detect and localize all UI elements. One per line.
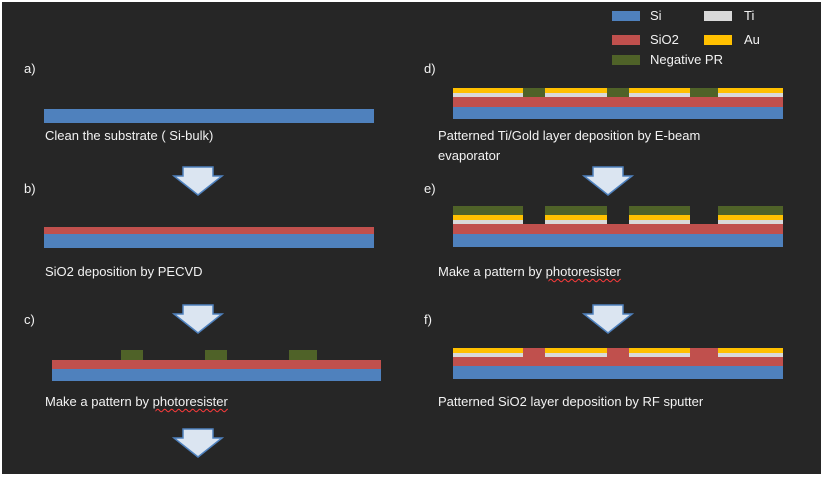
- sio2-fill: [523, 348, 545, 357]
- pr-block: [718, 206, 783, 215]
- au-layer: [453, 215, 523, 220]
- step-c-caption: Make a pattern by photoresister: [45, 394, 228, 410]
- step-d-caption-line2: evaporator: [438, 148, 501, 163]
- step-a-letter: a): [24, 61, 36, 76]
- au-layer: [718, 348, 783, 353]
- step-c-caption-prefix: Make a pattern by: [45, 394, 153, 409]
- sio2-layer: [44, 227, 374, 234]
- legend-swatch-pr: [612, 55, 640, 65]
- down-arrow-icon: [171, 166, 225, 196]
- legend-label-sio2: SiO2: [650, 32, 679, 47]
- step-d-letter: d): [424, 61, 436, 76]
- sio2-fill: [690, 348, 718, 357]
- step-c-letter: c): [24, 312, 35, 327]
- sio2-layer: [453, 357, 783, 366]
- au-layer: [545, 348, 607, 353]
- au-layer: [629, 348, 690, 353]
- legend-swatch-sio2: [612, 35, 640, 45]
- si-layer: [453, 107, 783, 119]
- pr-block: [121, 350, 143, 360]
- au-layer: [718, 215, 783, 220]
- down-arrow-icon: [581, 166, 635, 196]
- si-layer: [453, 234, 783, 247]
- si-layer: [44, 234, 374, 248]
- sio2-layer: [52, 360, 381, 369]
- ti-layer: [629, 353, 690, 357]
- step-e-caption-prefix: Make a pattern by: [438, 264, 546, 279]
- step-e-letter: e): [424, 181, 436, 196]
- step-f-letter: f): [424, 312, 432, 327]
- ti-layer: [718, 353, 783, 357]
- legend-swatch-si: [612, 11, 640, 21]
- legend-swatch-au: [704, 35, 732, 45]
- au-layer: [453, 348, 523, 353]
- step-d-caption-line1: Patterned Ti/Gold layer deposition by E-…: [438, 128, 701, 143]
- ti-layer: [545, 220, 607, 224]
- sio2-fill: [607, 348, 629, 357]
- pr-block: [690, 88, 718, 97]
- pr-block: [289, 350, 317, 360]
- step-c-caption-spellcheck-word: photoresister: [152, 394, 228, 409]
- pr-block: [205, 350, 227, 360]
- sio2-layer: [453, 224, 783, 234]
- si-layer: [453, 366, 783, 379]
- pr-block: [629, 206, 690, 215]
- step-b-letter: b): [24, 181, 36, 196]
- step-a-caption: Clean the substrate ( Si-bulk): [45, 128, 214, 143]
- pr-block: [545, 206, 607, 215]
- legend-swatch-ti: [704, 11, 732, 21]
- ti-layer: [545, 353, 607, 357]
- step-b-caption: SiO2 deposition by PECVD: [45, 264, 203, 279]
- down-arrow-icon: [171, 304, 225, 334]
- step-e-caption: Make a pattern by photoresister: [438, 264, 621, 280]
- pr-block: [607, 88, 629, 97]
- legend-label-si: Si: [650, 8, 662, 23]
- au-layer: [629, 215, 690, 220]
- pr-block: [453, 206, 523, 215]
- legend-label-ti: Ti: [744, 8, 755, 23]
- down-arrow-icon: [171, 428, 225, 458]
- si-layer: [44, 109, 374, 123]
- ti-layer: [629, 220, 690, 224]
- legend-label-au: Au: [744, 32, 760, 47]
- step-e-caption-spellcheck-word: photoresister: [545, 264, 621, 279]
- au-layer: [545, 215, 607, 220]
- si-layer: [52, 369, 381, 381]
- legend-label-pr: Negative PR: [650, 52, 723, 67]
- sio2-layer: [453, 97, 783, 107]
- down-arrow-icon: [581, 304, 635, 334]
- ti-layer: [453, 220, 523, 224]
- ti-layer: [718, 220, 783, 224]
- step-f-caption: Patterned SiO2 layer deposition by RF sp…: [438, 394, 704, 409]
- pr-block: [523, 88, 545, 97]
- ti-layer: [453, 353, 523, 357]
